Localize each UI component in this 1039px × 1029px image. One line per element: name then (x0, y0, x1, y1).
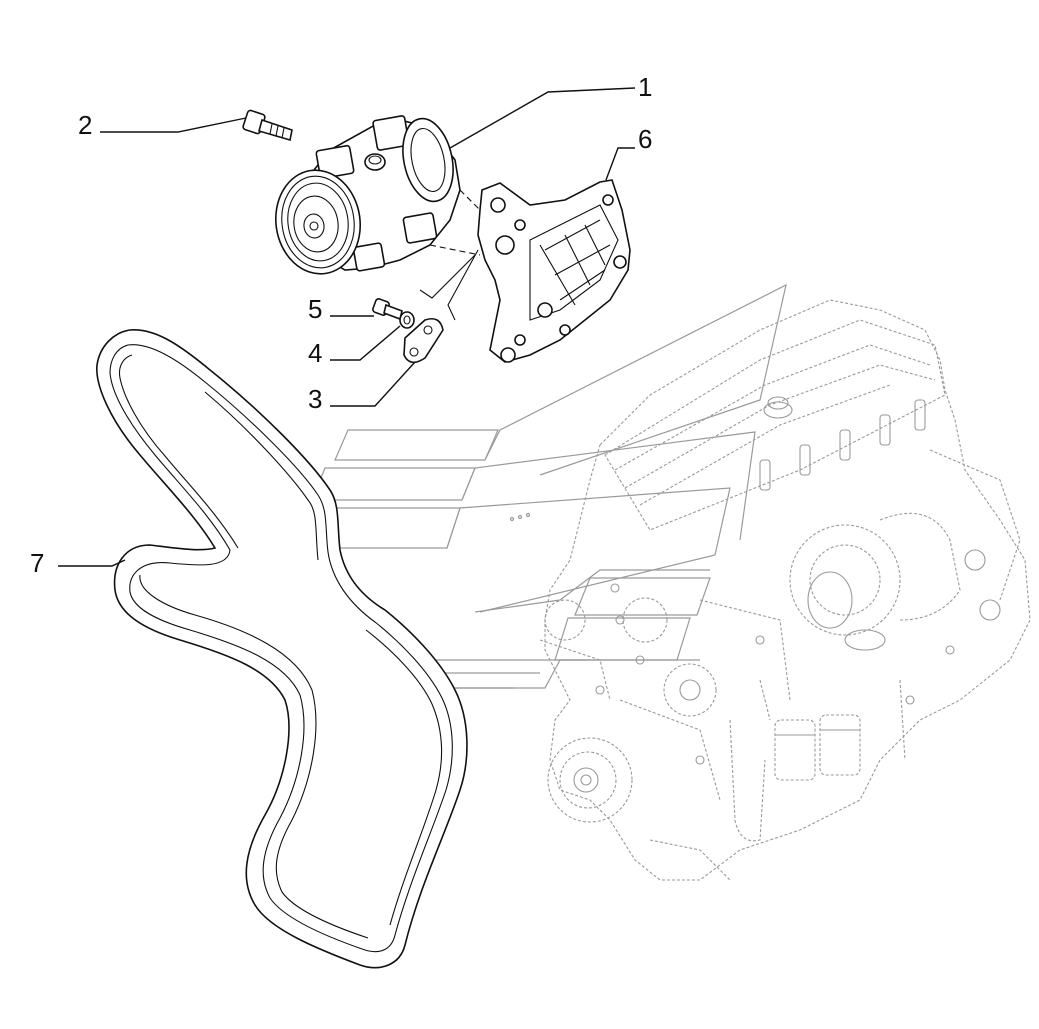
washer (399, 311, 415, 329)
callout-labels: 1 2 3 4 5 6 7 (30, 72, 652, 578)
small-screw (372, 298, 403, 321)
callout-5: 5 (308, 294, 322, 324)
callout-4: 4 (308, 338, 322, 368)
drive-belt (96, 329, 468, 969)
retaining-plate (403, 317, 444, 364)
compressor-bolt (242, 109, 293, 142)
callout-1: 1 (638, 72, 652, 102)
leader-lines (58, 87, 636, 567)
callout-6: 6 (638, 124, 652, 154)
callout-3: 3 (308, 384, 322, 414)
callout-7: 7 (30, 548, 44, 578)
compressor-bracket (419, 179, 631, 363)
engine-ghost (539, 299, 1031, 881)
callout-2: 2 (78, 110, 92, 140)
ac-compressor (274, 115, 483, 275)
